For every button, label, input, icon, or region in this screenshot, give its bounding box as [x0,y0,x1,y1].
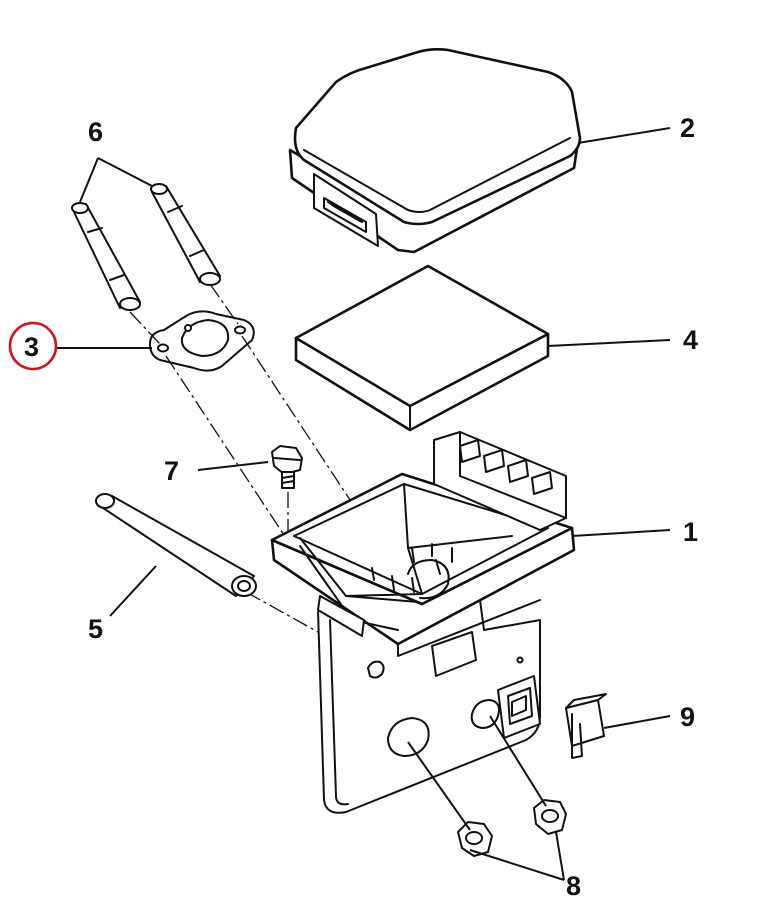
part-5-tube[interactable] [95,493,257,617]
part-9-clip[interactable] [565,693,671,759]
callout-8: 8 [566,871,581,900]
callout-1: 1 [683,517,698,547]
part-3-gasket[interactable] [56,310,255,372]
callout-5: 5 [88,614,103,644]
callout-7: 7 [164,456,179,486]
callout-3: 3 [24,332,39,362]
part-8-nuts[interactable] [407,715,567,881]
highlight-ring-3 [8,321,58,371]
callout-labels: 1 2 3 4 5 6 7 8 9 [24,113,698,900]
callout-4: 4 [683,325,698,355]
part-7-bolt[interactable] [197,445,303,489]
part-4-filter[interactable] [294,264,671,432]
callout-9: 9 [680,702,695,732]
alignment-lines [129,283,351,633]
callout-2: 2 [680,113,695,143]
part-6-studs[interactable] [71,157,221,311]
callout-6: 6 [88,117,103,147]
part-2-cover[interactable] [288,48,671,254]
part-1-base[interactable] [270,431,671,814]
